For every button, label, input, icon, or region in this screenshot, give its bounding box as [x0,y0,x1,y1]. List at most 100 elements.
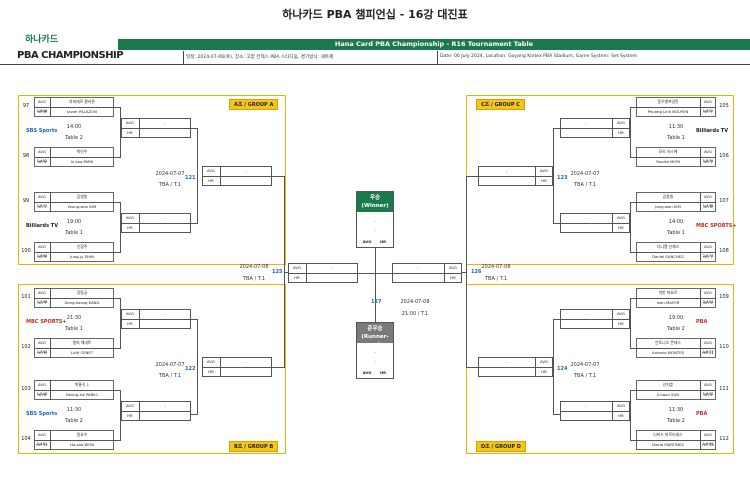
match-info: 2024-07-08 [481,264,511,270]
bracket-line [636,252,716,253]
bracket-line [197,128,198,224]
bracket-line [630,390,631,441]
sponsor-logo: Billiards TV [26,223,59,229]
hana-card-logo: 하나카드 [25,32,58,45]
runnerup-avg: AVG [362,370,372,375]
bracket-line [612,213,613,233]
sponsor-logo: PBA [696,411,708,417]
bracket-line [630,298,631,349]
hr-label: HR [618,413,624,418]
bracket-line [612,401,613,421]
logo-text: 하나카드 [25,35,59,45]
match-info: Table 1 [667,135,685,141]
winner-name: - [374,218,376,223]
player-hr: HR 5 [703,392,713,397]
group-b-label: B조 / GROUP B [229,441,279,452]
player-name-en: Antonio MONTES [651,350,685,355]
player-hr: HR 9 [703,300,713,305]
player-name-kr: 선지훈 [662,382,674,387]
bracket-line [630,202,631,253]
bracket-line [700,380,701,400]
player-name-kr: 다비드 마르티네스 [653,432,683,437]
bracket-line [612,118,613,138]
score-value: - [585,311,587,316]
bracket-line [191,128,197,129]
info-divider [437,51,438,64]
player-avg: AVG 1.341 [36,340,48,354]
score-value: - [164,215,166,220]
bracket-line [535,166,536,186]
bracket-line [202,176,272,177]
match-number: 124 [557,366,568,372]
bracket-line [120,202,121,253]
bracket-line [120,107,121,158]
winner-subtitle: (Winner) [361,203,389,209]
page-title: 하나카드 PBA 챔피언십 - 16강 대진표 [282,8,468,21]
header-rule [0,64,750,65]
bracket-line [50,97,51,117]
bracket-line [700,147,701,167]
hr-label: HR [127,321,133,326]
info-english: Date: 06 July 2024, Location: Goyang Kin… [440,54,638,59]
bracket-line [197,319,198,415]
runnerup-name-en: - [374,358,376,363]
player-hr: HR 8 [703,204,713,209]
player-name-en: Ji-hoon SUN [656,392,680,397]
bracket-line [636,157,716,158]
bracket-line [630,202,636,203]
avg-label: AVG [540,359,548,364]
hr-label: HR [208,178,214,183]
hr-label: HR [450,275,456,280]
player-name-kr: 강동궁 [76,290,88,295]
player-name-kr: 박인수 [76,149,88,154]
seed-number: 108 [719,248,729,254]
player-name-kr: 원호수 [76,432,88,437]
player-hr: HR 11 [36,442,48,447]
player-avg: AVG 1.200 [36,382,48,396]
match-number: 126 [471,269,482,275]
match-info: Table 2 [65,418,83,424]
bracket-line [636,348,716,349]
bracket-line [139,213,140,233]
bracket-line [191,223,197,224]
bracket-line [466,176,467,368]
player-name-kr: 김종원 [662,194,674,199]
avg-label: AVG [126,215,134,220]
seed-number: 105 [719,103,729,109]
bracket-line [630,440,636,441]
runnerup-subtitle: (Runner-up) [361,334,389,348]
bracket-line [553,319,554,415]
match-info: Table 2 [667,418,685,424]
seed-number: 109 [719,294,729,300]
player-avg: AVG 1.452 [36,432,48,446]
bracket-line [34,390,114,391]
bracket-line [120,390,121,441]
match-info: 11:30 [668,407,684,413]
player-name-kr: 신정주 [76,244,88,249]
player-avg: AVG 1.571 [36,194,48,208]
bracket-line [560,223,630,224]
bracket-line [553,128,554,224]
bracket-line [121,128,191,129]
score-value: - [245,359,247,364]
score-value: - [164,311,166,316]
score-value: - [585,215,587,220]
score-value: - [417,265,419,270]
bracket-line [34,252,114,253]
player-name-kr: 다니엘 산체스 [656,244,680,249]
avg-label: AVG [126,120,134,125]
bracket-line [34,157,114,158]
match-number: 123 [557,175,568,181]
player-avg: AVG 2.103 [702,290,714,304]
seed-number: 106 [719,153,729,159]
score-value: - [164,403,166,408]
player-avg: AVG 1.798 [36,290,48,304]
bracket-line [630,390,636,391]
player-name-kr: 하비에르 팔라존 [69,99,95,104]
match-info: Table 2 [667,326,685,332]
player-name-kr: 륏피 체네트 [72,340,92,345]
match-number: 122 [185,366,196,372]
player-avg: AVG 1.552 [702,99,714,113]
runnerup-name: - [374,349,376,354]
player-name-en: In-soo PARK [70,159,94,164]
